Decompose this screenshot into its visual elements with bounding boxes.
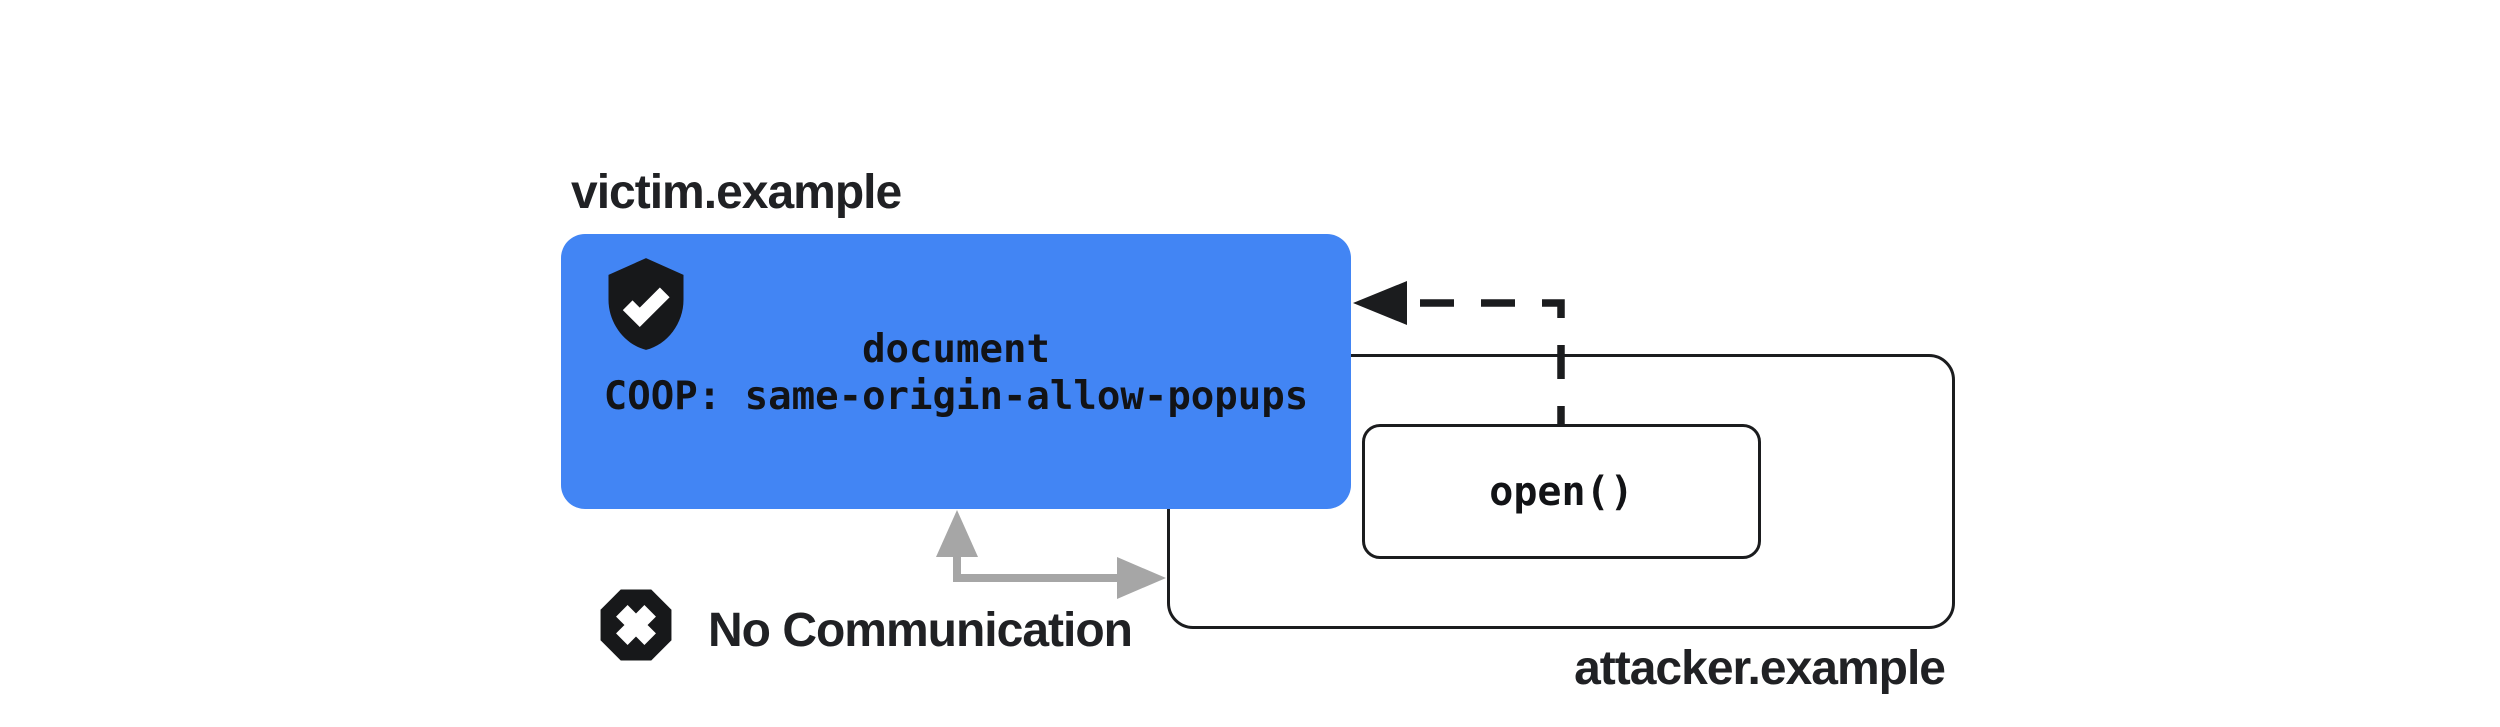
- dashed-arrowhead-left-icon: [1353, 281, 1407, 325]
- open-call-label: open(): [1489, 468, 1634, 515]
- open-call-box: open(): [1362, 424, 1761, 559]
- victim-document-card: document COOP: same-origin-allow-popups: [561, 234, 1351, 509]
- gray-arrowhead-up-icon: [936, 510, 978, 557]
- gray-arrowhead-right-icon: [1117, 557, 1166, 599]
- shield-check-icon: [608, 258, 684, 350]
- coop-header-label: COOP: same-origin-allow-popups: [603, 374, 1309, 419]
- victim-domain-label: victim.example: [571, 166, 902, 219]
- blocked-x-icon: [600, 589, 672, 661]
- no-communication-label: No Communication: [708, 604, 1133, 657]
- no-communication-arrow: [936, 510, 1166, 599]
- document-label: document: [862, 327, 1050, 372]
- attacker-domain-label: attacker.example: [1574, 642, 1946, 695]
